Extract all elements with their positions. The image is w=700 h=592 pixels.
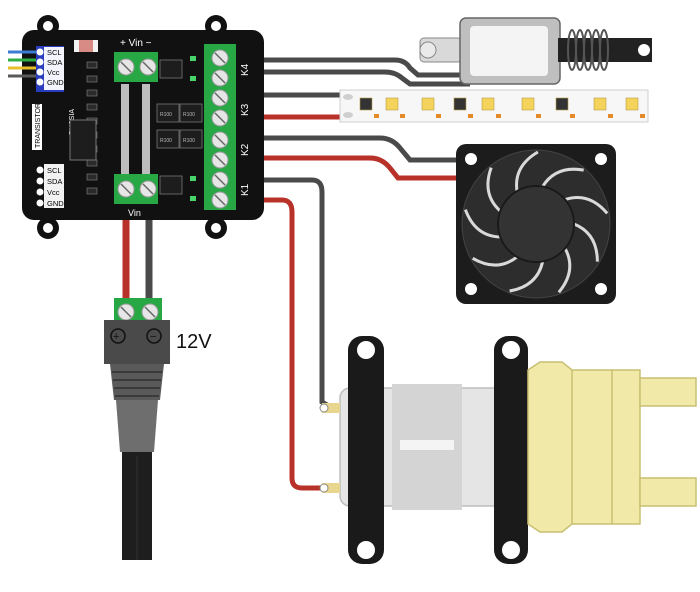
led-resistor	[374, 114, 379, 118]
wire-k4-grey	[262, 57, 470, 78]
dc-power-plug: + − 12V	[104, 298, 212, 560]
pump-head	[527, 361, 641, 533]
model-label: TRANSISTOR	[35, 103, 42, 148]
vin-bottom-label: Vin	[128, 208, 141, 218]
wire-k2-red	[262, 155, 462, 181]
pin-label: Vcc	[47, 68, 60, 77]
wire-k2-grey	[262, 135, 462, 163]
led-chip	[421, 97, 435, 111]
minus-symbol: −	[150, 331, 156, 343]
fan-blades	[463, 150, 609, 294]
pump-bracket-left	[348, 336, 384, 564]
pin-label: SDA	[47, 58, 62, 67]
led-resistor	[608, 114, 613, 118]
led-chip	[385, 97, 399, 111]
led-resistor	[496, 114, 501, 118]
transistor-board: SCL SDA Vcc GND SCL SDA Vcc GND TRANSIST…	[8, 15, 264, 239]
chip-label: R100	[183, 138, 195, 144]
pin-label: GND	[47, 199, 64, 208]
led-indicator	[190, 76, 196, 81]
fan-blade	[515, 150, 539, 192]
led-chip	[555, 97, 569, 111]
chip-label: R100	[160, 112, 172, 118]
wire-k1-grey	[262, 177, 334, 411]
solenoid-plunger	[558, 38, 652, 62]
pin-label: SCL	[47, 166, 62, 175]
channel-label-k1: K1	[240, 183, 251, 196]
voltage-label: 12V	[176, 331, 212, 353]
pin-label: SDA	[47, 177, 62, 186]
water-pump	[319, 336, 697, 564]
led-indicator	[190, 176, 196, 181]
led-chip	[359, 97, 373, 111]
led-chip-group	[359, 97, 645, 118]
fan-blade	[564, 196, 609, 215]
led-resistor	[536, 114, 541, 118]
fan-blade	[541, 167, 584, 188]
led-indicator	[190, 56, 196, 61]
mosfet-chips	[156, 59, 203, 195]
pin-label: SCL	[47, 48, 62, 57]
solenoid-lock	[419, 17, 652, 85]
pump-inlet	[639, 477, 697, 507]
fan-blade	[557, 247, 572, 294]
led-resistor	[436, 114, 441, 118]
pump-outlet	[639, 377, 697, 407]
plus-symbol: +	[113, 331, 119, 343]
led-resistor	[570, 114, 575, 118]
led-indicator	[190, 196, 196, 201]
pump-terminal	[322, 483, 340, 493]
wire-k4-grey-2	[262, 69, 470, 87]
chip-label: R100	[160, 138, 172, 144]
chip-label: R100	[183, 112, 195, 118]
vin-top-label: + Vin −	[120, 38, 152, 49]
led-resistor	[640, 114, 645, 118]
led-resistor	[400, 114, 405, 118]
led-chip	[453, 97, 467, 111]
channel-label-k4: K4	[240, 63, 251, 76]
channel-label-k3: K3	[240, 103, 251, 116]
led-resistor	[468, 114, 473, 118]
capacitor	[74, 40, 98, 52]
led-chip	[593, 97, 607, 111]
fan-hub	[497, 185, 575, 263]
pin-label: GND	[47, 78, 64, 87]
fan-blade	[509, 261, 545, 293]
channel-label-k2: K2	[240, 143, 251, 156]
fan-blade	[471, 255, 518, 267]
pump-bracket-right	[494, 336, 528, 564]
fan-blade	[463, 209, 501, 239]
led-chip	[521, 97, 535, 111]
led-chip	[625, 97, 639, 111]
ic-chip	[69, 119, 97, 161]
pump-terminal	[322, 403, 340, 413]
led-chip	[481, 97, 495, 111]
cooling-fan	[456, 144, 616, 304]
fan-blade	[573, 222, 599, 262]
pin-label: Vcc	[47, 188, 60, 197]
fan-blade	[486, 167, 502, 213]
wire-k1-red	[262, 197, 332, 491]
